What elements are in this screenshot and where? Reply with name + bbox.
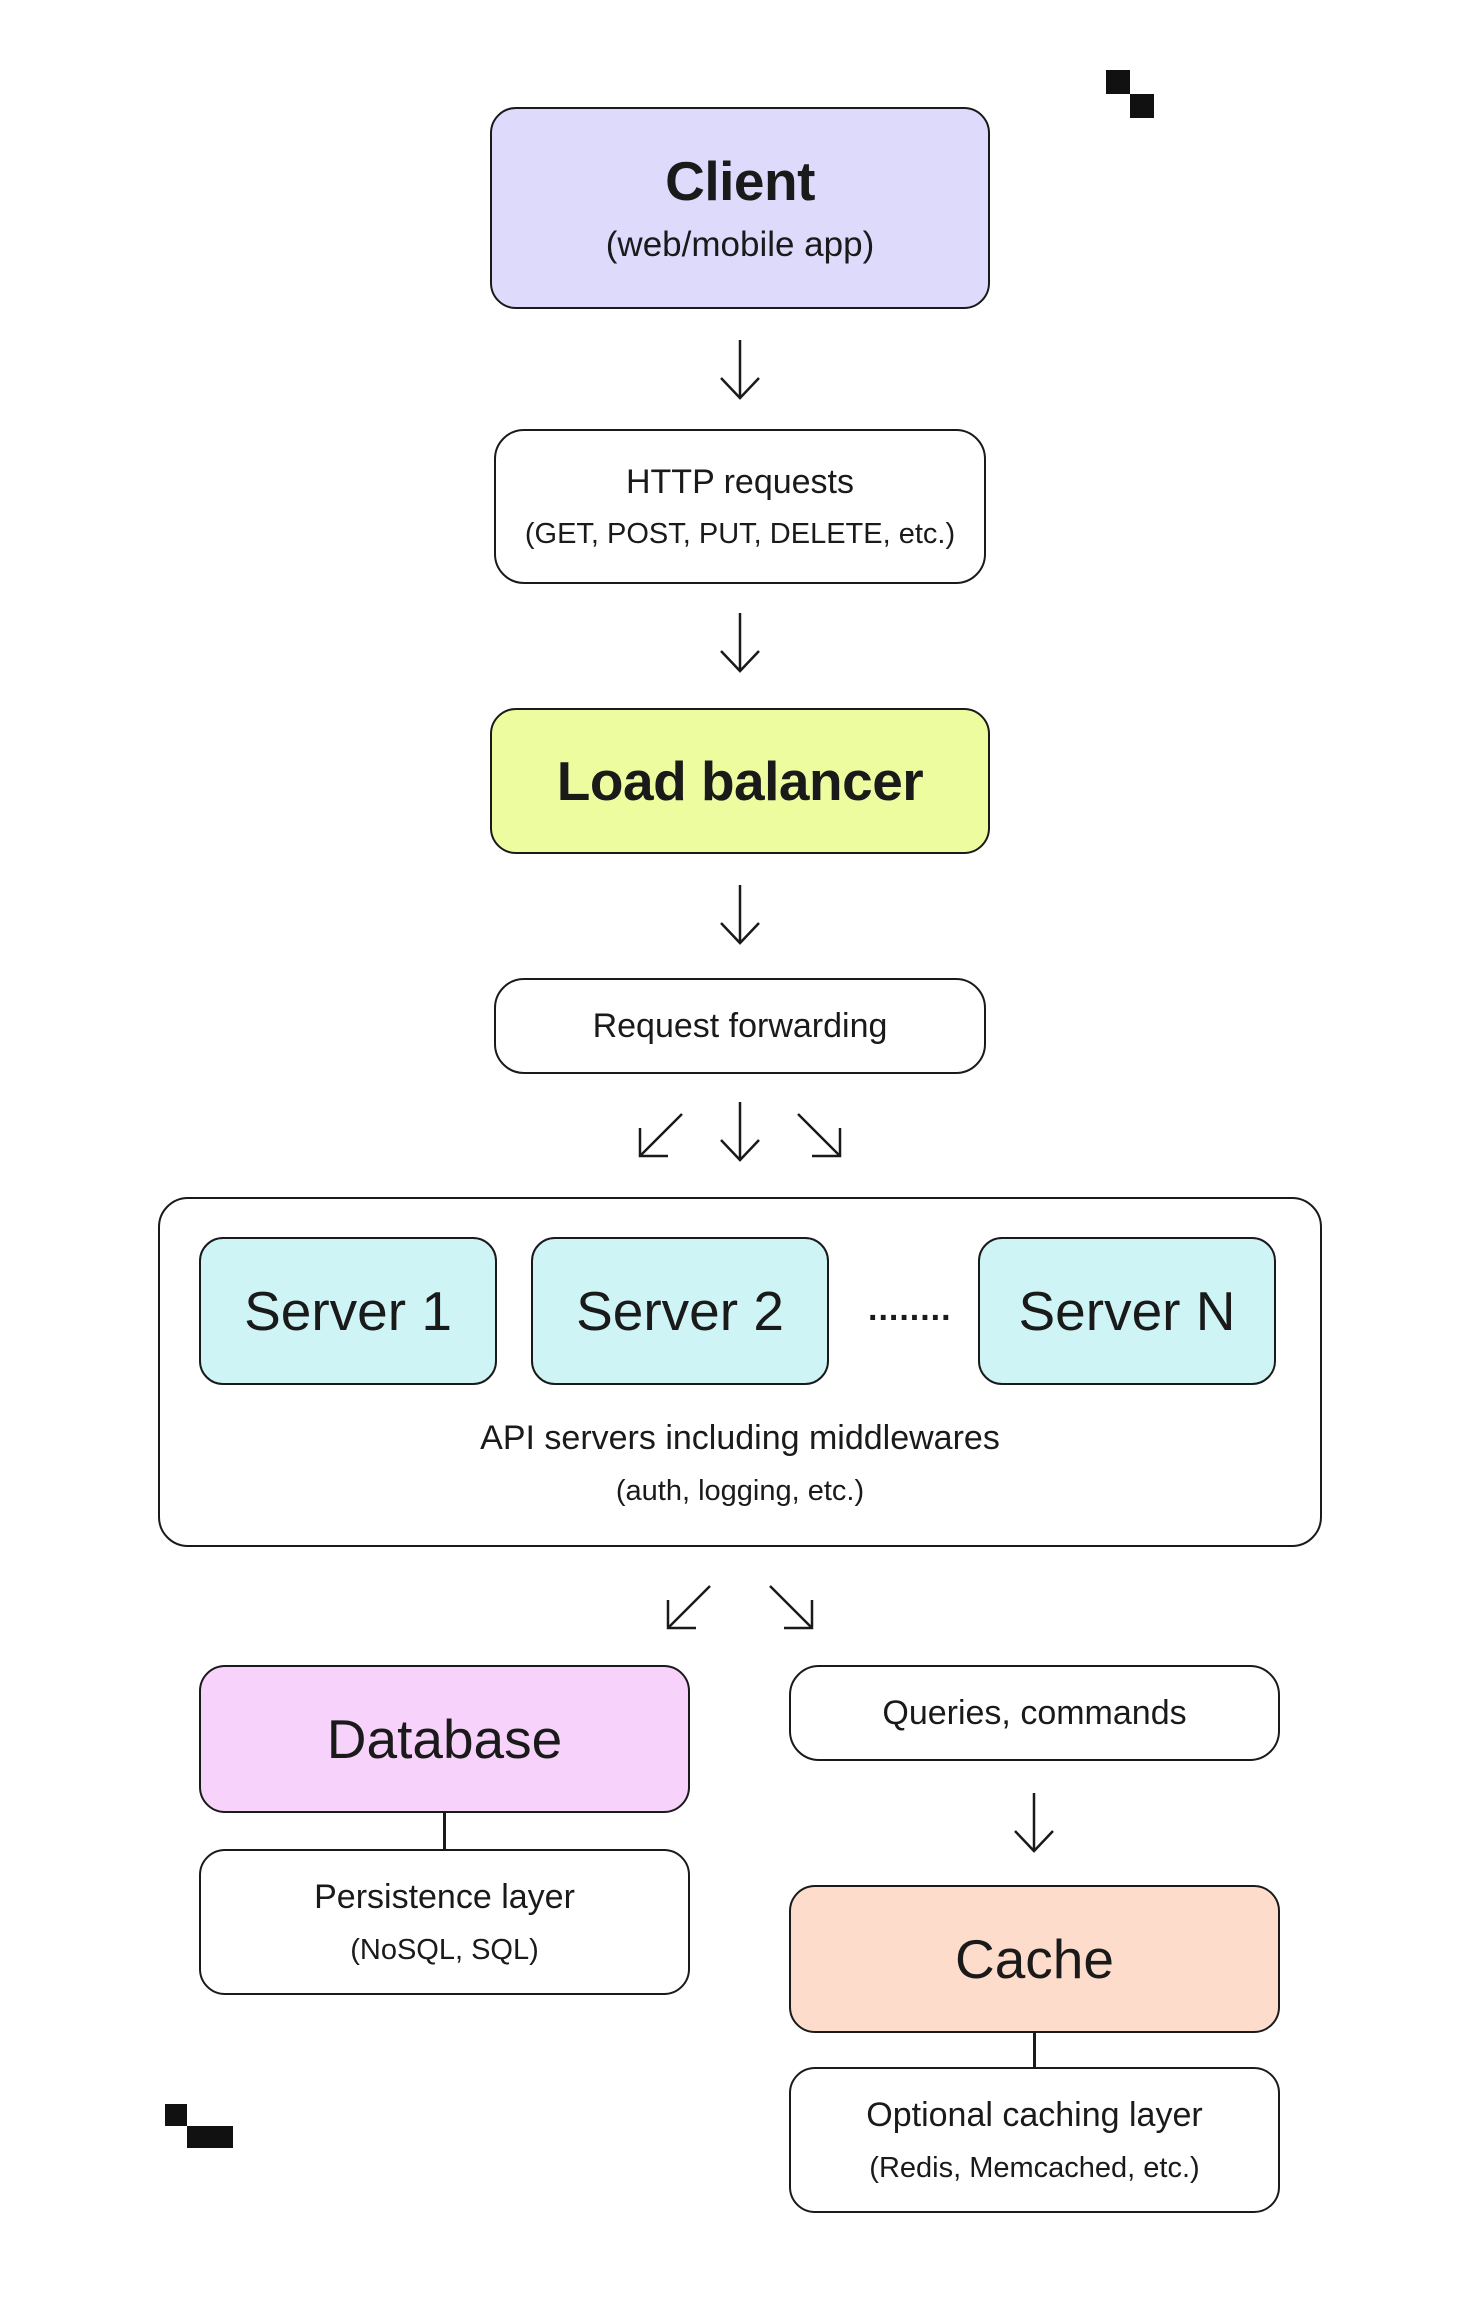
queries-label: Queries, commands	[882, 1693, 1187, 1732]
arrow-down-icon	[720, 885, 760, 945]
client-title: Client	[665, 149, 815, 212]
database-connector	[443, 1813, 446, 1849]
load-balancer-node: Load balancer	[490, 708, 990, 854]
arrow-down-icon	[720, 340, 760, 400]
http-requests-node: HTTP requests (GET, POST, PUT, DELETE, e…	[494, 429, 986, 584]
client-node: Client (web/mobile app)	[490, 107, 990, 309]
queries-commands-node: Queries, commands	[789, 1665, 1280, 1761]
servers-caption-title: API servers including middlewares	[480, 1419, 1000, 1457]
arrow-down-icon	[1014, 1793, 1054, 1853]
cache-title: Cache	[955, 1927, 1114, 1990]
persistence-layer-node: Persistence layer (NoSQL, SQL)	[199, 1849, 690, 1995]
server-node: Server 1	[199, 1237, 497, 1385]
persistence-layer-subtitle: (NoSQL, SQL)	[350, 1933, 539, 1966]
arrow-down-right-icon	[797, 1113, 842, 1158]
client-subtitle: (web/mobile app)	[605, 225, 875, 265]
server-title: Server 2	[576, 1279, 784, 1342]
cache-connector	[1033, 2033, 1036, 2069]
database-title: Database	[326, 1707, 563, 1770]
forwarding-label: Request forwarding	[592, 1006, 888, 1045]
http-subtitle: (GET, POST, PUT, DELETE, etc.)	[524, 518, 956, 551]
load-balancer-title: Load balancer	[556, 749, 924, 812]
arrow-down-icon	[720, 613, 760, 673]
caching-layer-title: Optional caching layer	[866, 2096, 1203, 2135]
arrow-down-left-icon	[638, 1113, 683, 1158]
caching-layer-node: Optional caching layer (Redis, Memcached…	[789, 2067, 1280, 2213]
caching-layer-subtitle: (Redis, Memcached, etc.)	[869, 2151, 1200, 2184]
cache-node: Cache	[789, 1885, 1280, 2033]
request-forwarding-node: Request forwarding	[494, 978, 986, 1074]
database-node: Database	[199, 1665, 690, 1813]
servers-caption: API servers including middlewares (auth,…	[158, 1418, 1322, 1508]
servers-caption-subtitle: (auth, logging, etc.)	[615, 1474, 865, 1507]
server-title: Server N	[1018, 1279, 1236, 1342]
arrow-down-right-icon	[769, 1585, 814, 1630]
server-title: Server 1	[244, 1279, 452, 1342]
server-node: Server 2	[531, 1237, 829, 1385]
arrow-down-icon	[720, 1102, 760, 1162]
server-node: Server N	[978, 1237, 1276, 1385]
arrow-down-left-icon	[666, 1585, 711, 1630]
http-title: HTTP requests	[625, 462, 854, 501]
persistence-layer-title: Persistence layer	[314, 1878, 575, 1917]
server-ellipsis: ........	[868, 1290, 952, 1328]
